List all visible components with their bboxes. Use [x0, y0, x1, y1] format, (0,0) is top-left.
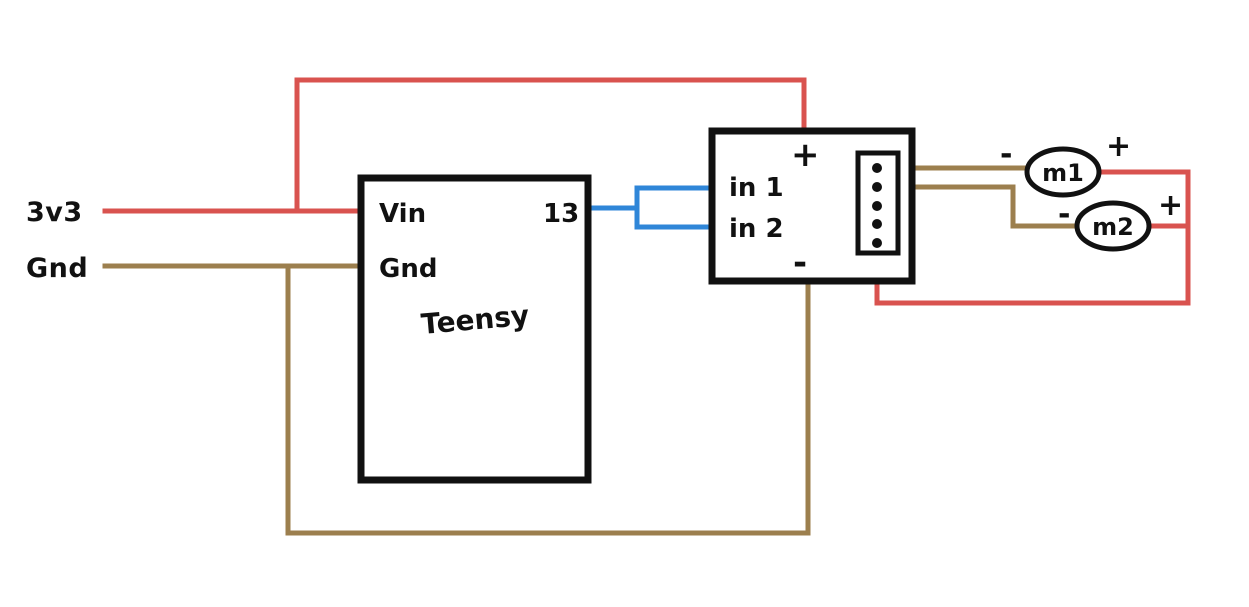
- power-wire-group-red: [102, 77, 1191, 306]
- signal-wire-group-blue: [585, 185, 715, 230]
- terminal-pin-4[interactable]: [872, 219, 882, 229]
- motor-driver-board[interactable]: in 1 in 2 + -: [708, 127, 916, 285]
- supply-3v3-label: 3v3: [26, 197, 83, 228]
- terminal-pin-1[interactable]: [872, 163, 882, 173]
- driver-input-in2-label: in 2: [729, 214, 784, 244]
- motor-m2-plus-label: +: [1158, 188, 1183, 223]
- terminal-pin-5[interactable]: [872, 238, 882, 248]
- driver-terminal-block[interactable]: [855, 150, 901, 256]
- teensy-pin-gnd-label: Gnd: [379, 254, 437, 284]
- terminal-pin-3[interactable]: [872, 201, 882, 211]
- motor-m1-minus-label: -: [1000, 137, 1012, 172]
- motor-m2-minus-label: -: [1058, 197, 1070, 232]
- motor-m2[interactable]: m2 - +: [1058, 188, 1183, 252]
- wire-gnd-branch-to-driver-minus: [285, 263, 811, 536]
- motor-m1-plus-label: +: [1106, 129, 1131, 164]
- driver-input-in1-label: in 1: [729, 173, 784, 203]
- driver-minus-label: -: [793, 243, 807, 283]
- wire-3v3-branch-to-driver-plus: [294, 77, 807, 214]
- ground-wire-group-brown: [102, 165, 1082, 536]
- supply-gnd-label: Gnd: [26, 253, 88, 284]
- motor-m1-label: m1: [1042, 159, 1084, 187]
- teensy-pin-13-label: 13: [543, 199, 579, 229]
- teensy-outline: [357, 174, 592, 484]
- motor-m2-body: [1074, 200, 1152, 252]
- motor-m1-body: [1024, 146, 1102, 198]
- motor-m1[interactable]: m1 - +: [1000, 129, 1131, 198]
- supply-labels: 3v3 Gnd: [26, 197, 88, 284]
- wire-terminal2-to-motor2-minus: [874, 184, 1082, 229]
- motor-m2-label: m2: [1092, 213, 1134, 241]
- terminal-pin-2[interactable]: [872, 182, 882, 192]
- teensy-board[interactable]: Vin Gnd 13 Teensy: [357, 174, 592, 484]
- driver-plus-label: +: [791, 135, 820, 175]
- teensy-pin-vin-label: Vin: [379, 199, 426, 229]
